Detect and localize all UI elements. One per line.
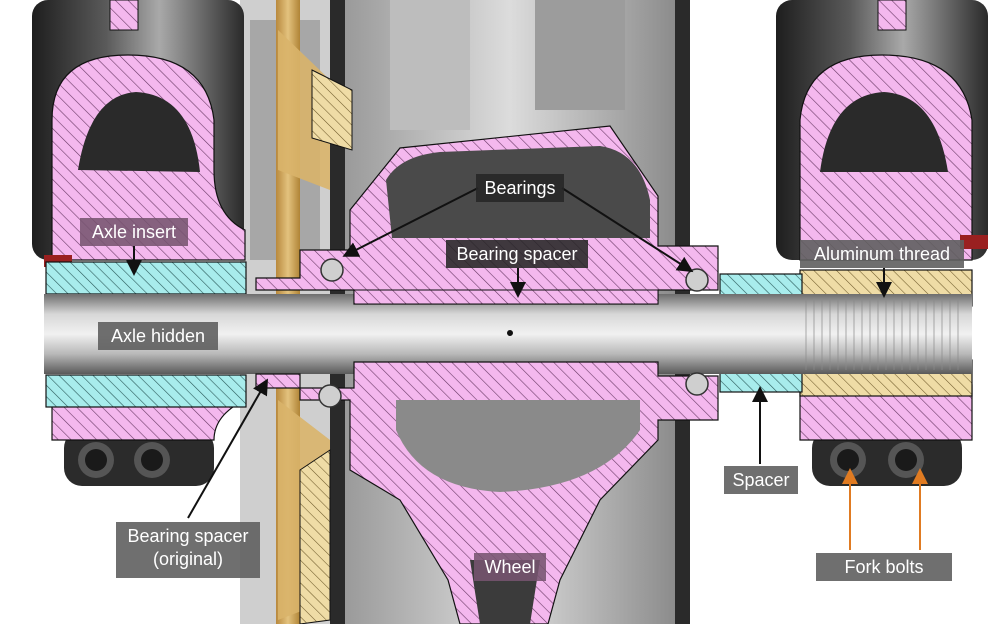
label-axle-insert: Axle insert	[80, 218, 188, 246]
right-bearing-ball-bottom	[685, 372, 709, 396]
left-bearing-ball-top	[320, 258, 344, 282]
label-axle-hidden: Axle hidden	[98, 322, 218, 350]
label-wheel: Wheel	[474, 553, 546, 581]
right-dropout-cavity	[820, 92, 948, 172]
leader-lines	[126, 187, 928, 550]
label-bearing-spacer: Bearing spacer	[446, 240, 588, 268]
label-bearings: Bearings	[476, 174, 564, 202]
left-axle-insert-top	[45, 261, 247, 295]
left-bearing-ball-bottom	[318, 384, 342, 408]
right-bearing-ball-top	[685, 268, 709, 292]
leader-bearings-left	[342, 187, 479, 257]
hub-bottom-cavity	[396, 400, 640, 492]
leader-bearings-right	[561, 187, 694, 273]
label-spacer: Spacer	[724, 466, 798, 494]
left-axle-insert-bottom	[45, 374, 247, 408]
label-aluminum-thread: Aluminum thread	[800, 240, 964, 268]
label-bearing-spacer-original-line1: Bearing spacer	[127, 526, 249, 546]
label-bearing-spacer-original: Bearing spacer (original)	[116, 522, 260, 578]
label-fork-bolts: Fork bolts	[816, 553, 952, 581]
leader-bearing-spacer-original	[187, 378, 268, 519]
left-dropout-cavity	[78, 92, 200, 172]
label-bearing-spacer-original-line2: (original)	[152, 549, 224, 569]
